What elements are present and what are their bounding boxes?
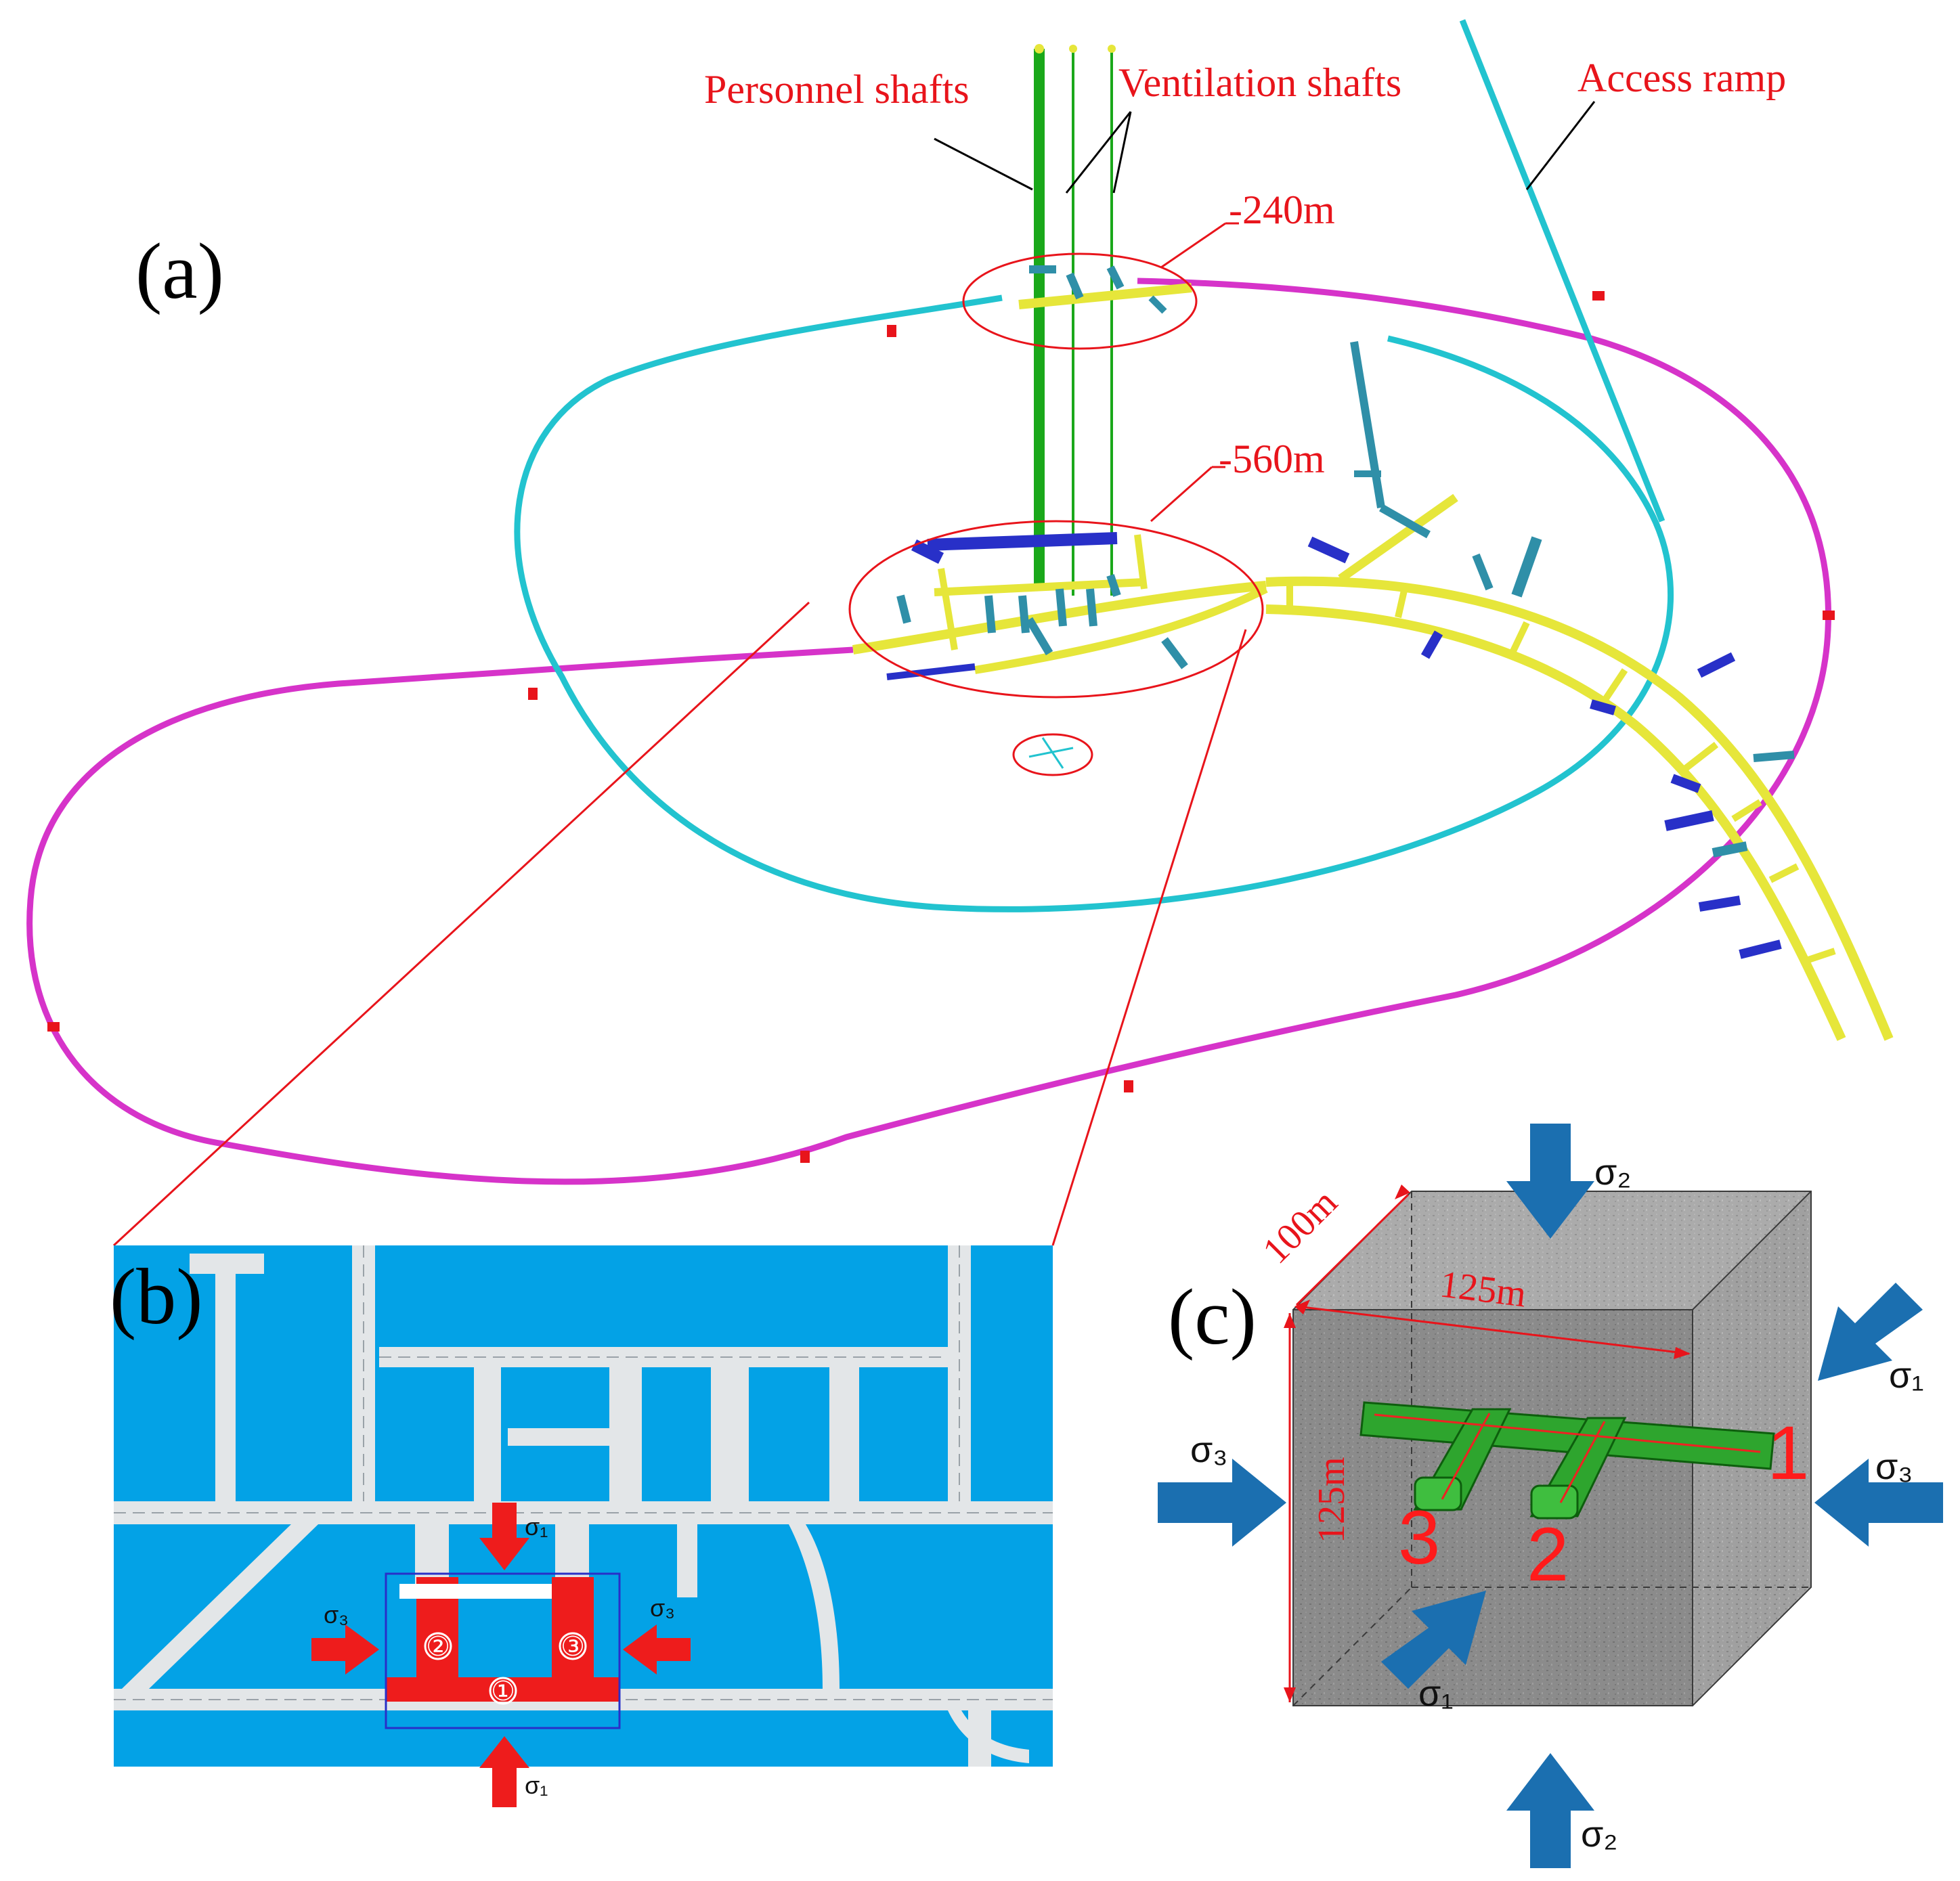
model-tunnels — [1359, 1401, 1775, 1520]
level-560-label: -560m — [1219, 437, 1325, 481]
zoom-line-left — [112, 601, 810, 1247]
plan-corridors — [114, 1245, 1053, 1767]
sigma1-right-label: σ₁ — [1889, 1355, 1924, 1396]
main-curved-tunnel — [1265, 493, 1894, 1041]
model-tunnel-1-label: 1 — [1767, 1411, 1809, 1495]
dim-depth-label: 100m — [1255, 1181, 1345, 1272]
dim-width-label: 125m — [1437, 1263, 1528, 1315]
sigma2-bottom-arrow — [1506, 1753, 1594, 1868]
level-leaders — [1150, 222, 1239, 523]
block-edges — [1292, 1191, 1812, 1706]
sigma3-right-label: σ₃ — [1875, 1446, 1913, 1487]
plan-sigma1-top-arrow — [479, 1503, 529, 1570]
sigma2-bottom-label: σ₂ — [1581, 1814, 1617, 1855]
plan-tunnel-2-label: ② — [426, 1631, 450, 1662]
sigma1-right-arrow — [1818, 1283, 1923, 1381]
plan-tunnel-1-label: ① — [491, 1676, 515, 1707]
loop-markers — [47, 291, 1835, 1163]
model-stress-arrows — [1158, 1124, 1943, 1868]
sigma3-left-label: σ₃ — [1190, 1430, 1227, 1470]
plan-diagonal-corridor — [122, 1524, 318, 1689]
plan-connector — [399, 1584, 552, 1599]
cyan-loop-tunnel — [514, 294, 1674, 912]
sigma3-right-arrow — [1814, 1459, 1943, 1547]
model-tunnel-1 — [1359, 1401, 1775, 1470]
panel-b: ① ② ③ σ₁ σ₁ σ₃ σ₃ (b) — [110, 1245, 1053, 1807]
sigma2-top-label: σ₂ — [1594, 1152, 1631, 1193]
level-560-network — [852, 532, 1268, 680]
zoom-line-right — [1051, 629, 1247, 1246]
plan-sigma1-bottom-arrow — [479, 1736, 529, 1807]
plan-sigma3-left-label: σ₃ — [324, 1601, 349, 1629]
block-top-face — [1293, 1191, 1811, 1310]
personnel-shafts-label: Personnel shafts — [704, 67, 970, 112]
panel-c: 100m 125m 125m 1 2 3 σ₂ σ₂ σ₃ σ₃ σ₁ σ₁ (… — [1158, 1124, 1943, 1868]
callout-leaders — [934, 101, 1596, 194]
sigma1-front-label: σ₁ — [1418, 1673, 1454, 1714]
panel-a-label: (a) — [135, 227, 224, 315]
plan-sigma1-top-label: σ₁ — [525, 1513, 548, 1541]
sigma1-front-arrow — [1381, 1591, 1486, 1689]
plan-tunnel-3 — [552, 1577, 594, 1679]
level-240-label: -240m — [1229, 187, 1335, 232]
sigma2-top-arrow — [1506, 1124, 1594, 1239]
access-ramp-label: Access ramp — [1577, 56, 1786, 100]
side-galleries — [1307, 341, 1795, 959]
dimension-arrowheads — [1284, 1185, 1691, 1702]
level-240-outline — [962, 252, 1198, 350]
level-560-outline — [848, 520, 1264, 699]
plan-centerlines — [114, 1245, 1053, 1700]
panel-c-label: (c) — [1168, 1273, 1257, 1361]
level-240-network — [1018, 265, 1192, 314]
dimension-lines — [1288, 1193, 1690, 1702]
model-tunnel-3-label: 3 — [1398, 1495, 1440, 1580]
model-tunnel-2-label: 2 — [1527, 1512, 1569, 1597]
plan-sigma3-right-label: σ₃ — [650, 1594, 675, 1622]
ventilation-shafts-label: Ventilation shafts — [1118, 60, 1401, 105]
plan-tunnel-1 — [386, 1677, 619, 1702]
plan-sigma3-right-arrow — [623, 1624, 691, 1675]
small-outline — [1012, 733, 1093, 776]
magenta-loop-tunnel — [26, 278, 1831, 1185]
sigma3-left-arrow — [1158, 1459, 1286, 1547]
plan-sigma3-left-arrow — [311, 1624, 379, 1675]
dim-height-label: 125m — [1311, 1457, 1353, 1543]
small-marker — [1028, 737, 1074, 769]
plan-model-boundary — [385, 1572, 621, 1729]
plan-tunnel-3-label: ③ — [561, 1631, 585, 1662]
panel-a: (a) — [26, 19, 1894, 1247]
panel-b-label: (b) — [110, 1252, 203, 1341]
access-ramp — [1459, 19, 1665, 523]
plan-sigma1-bottom-label: σ₁ — [525, 1771, 548, 1799]
